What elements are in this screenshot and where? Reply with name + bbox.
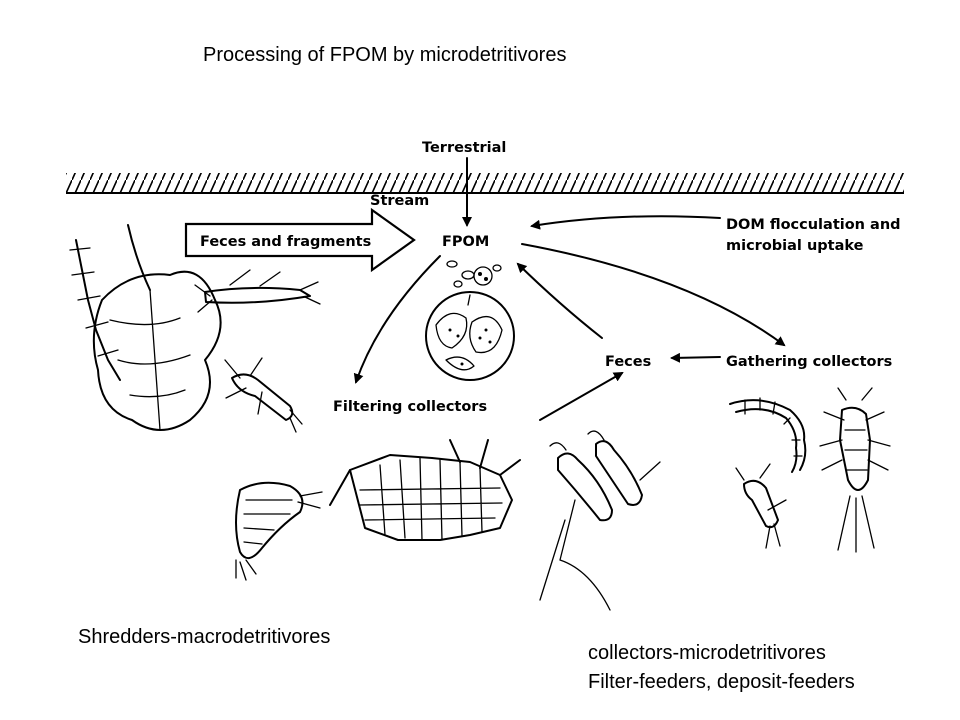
label-fpom: FPOM <box>442 234 489 250</box>
arrow-fpom-to-gathering <box>521 243 786 347</box>
arrow-fpom-to-filtering <box>353 255 441 384</box>
shredder-invertebrates-illustration <box>69 224 321 433</box>
label-dom-line1: DOM flocculation and <box>726 217 901 233</box>
arrow-feces-to-fpom <box>516 262 603 339</box>
page-title: Processing of FPOM by microdetritivores <box>203 44 567 66</box>
feces-fragments-arrow: Feces and fragments <box>184 207 416 273</box>
label-feces: Feces <box>605 354 651 370</box>
label-gathering-collectors: Gathering collectors <box>726 354 892 370</box>
label-terrestrial: Terrestrial <box>422 140 506 156</box>
fpom-particles-illustration <box>425 260 515 381</box>
label-dom-line2: microbial uptake <box>726 238 864 254</box>
label-feces-fragments: Feces and fragments <box>200 234 371 250</box>
arrow-gathering-to-feces <box>670 352 721 363</box>
arrow-filtering-to-feces <box>539 372 624 421</box>
caption-collectors: collectors-microdetritivores <box>588 642 826 664</box>
caption-shredders: Shredders-macrodetritivores <box>78 626 331 648</box>
flow-arrows <box>353 157 786 421</box>
gathering-collectors-illustration <box>729 387 891 553</box>
arrow-dom-to-fpom <box>530 215 721 230</box>
magnified-particle-circle <box>425 291 515 381</box>
stream-bank <box>66 173 904 194</box>
caption-feeders: Filter-feeders, deposit-feeders <box>588 671 855 693</box>
label-filtering-collectors: Filtering collectors <box>333 399 487 415</box>
label-stream: Stream <box>370 193 429 209</box>
filtering-collectors-illustration <box>235 430 661 611</box>
